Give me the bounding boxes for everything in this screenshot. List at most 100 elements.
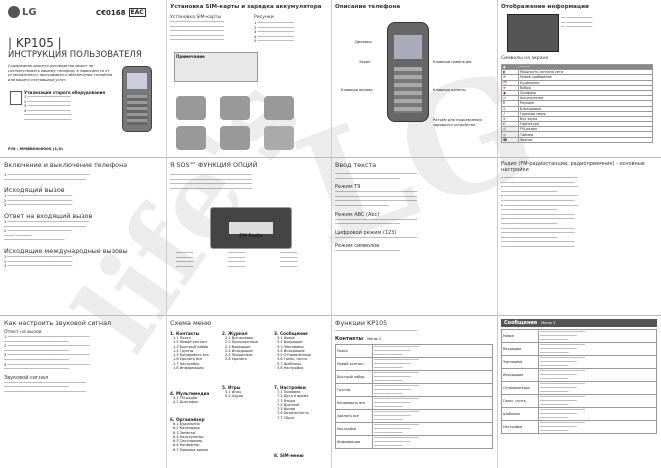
menu-item: 7.2 Дата и время — [277, 394, 309, 399]
input-title: Ввод текста — [335, 161, 377, 169]
phone-diagram-keypad — [394, 67, 422, 113]
table-row: Удалить все─────────────────────────────… — [335, 408, 493, 423]
menu-item: 1.7 Настройки — [173, 361, 200, 366]
table-cell-desc: ────────────────────────────────────────… — [538, 368, 657, 382]
cover-intro: Содержание данного руководства может не … — [8, 64, 113, 82]
mode-symbol: Режим символов — [335, 243, 380, 250]
messages-header: Сообщения Меню 3 — [501, 319, 657, 327]
phone-label-2: Клавиши навигации — [433, 60, 472, 64]
col-divider-3 — [497, 0, 498, 468]
phone-label-5: Разъём для подключения зарядного устройс… — [433, 118, 482, 127]
menu-item: 3.5 Отправленные — [277, 353, 312, 358]
table-row: Новый контакт───────────────────────────… — [335, 356, 493, 371]
menu-item: 6.5 Секундомер — [173, 439, 203, 444]
menu-group-head: 4. Мультимедиа — [170, 391, 210, 396]
table-row: Поиск───────────────────────────────────… — [335, 343, 493, 358]
menu-item: 6.1 Будильник — [173, 422, 200, 426]
menu-group-head: 7. Настройки — [274, 385, 306, 390]
table-cell-desc: ────────────────────────────────────────… — [372, 421, 493, 436]
phone-label-1: Экран — [359, 60, 371, 64]
menu-group-head: 8. SIM-меню — [274, 453, 304, 458]
radio-title: Радио (FM-радиостанции, радиоприемник) -… — [501, 161, 645, 173]
table-row: Черновики───────────────────────────────… — [501, 355, 657, 369]
volume-section: Как настроить звуковой сигнал Ответ на в… — [4, 319, 162, 465]
menu-item: 6.2 Календарь — [173, 426, 200, 431]
ce-mark: C€0168 — [96, 8, 126, 17]
power-section: Включение и выключение телефона 1 ──────… — [4, 161, 162, 311]
menu-item: 2.1 Все вызовы — [225, 336, 253, 340]
table-cell-desc: ────────────────────────────────────────… — [538, 420, 657, 434]
menu-item: 3.8 Настройки — [277, 366, 304, 371]
menu-group-head: 3. Сообщения — [274, 331, 308, 336]
table-cell-desc: ────────────────────────────────────────… — [538, 329, 657, 343]
messages-section: Сообщения Меню 3 Новое──────────────────… — [501, 319, 657, 465]
table-row: Быстрый набор───────────────────────────… — [335, 369, 493, 384]
sos-title: Я SOS™ ФУНКЦИЯ ОПЦИЙ — [170, 161, 258, 169]
menu-group-head: 1. Контакты — [170, 331, 200, 336]
sim-figure-4 — [176, 126, 206, 150]
cert-marks: C€0168 EAC — [96, 8, 146, 17]
menu-item: 3.2 Входящие — [277, 340, 303, 345]
table-cell-desc: ────────────────────────────────────────… — [372, 356, 493, 371]
menu-item: 3.1 Новое — [277, 336, 295, 340]
part-number: P/N : MMBB0000000 (1.0) — [8, 146, 63, 151]
eac-mark: EAC — [128, 8, 146, 17]
menu-item: 6.6 Конвертер — [173, 443, 200, 448]
table-cell-label: Шаблоны — [501, 407, 539, 421]
recycle-icon — [10, 91, 22, 105]
table-row: Информация──────────────────────────────… — [335, 434, 493, 449]
table-cell-label: Информация — [335, 434, 373, 449]
table-row: Голос. почта────────────────────────────… — [501, 394, 657, 408]
table-cell-label: Новый контакт — [335, 356, 373, 371]
table-row: Настройки───────────────────────────────… — [335, 421, 493, 436]
messages-table: Новое───────────────────────────────────… — [501, 329, 657, 434]
menu-item: 7.7 Сброс — [277, 415, 295, 420]
menu-title: Схема меню — [170, 319, 212, 327]
menu-item: 1.5 Копировать все — [173, 353, 209, 358]
menu-item: 1.4 Группы — [173, 348, 194, 353]
phone-title: Описание телефона — [335, 4, 401, 10]
menu-item: 6.3 Заметки — [173, 430, 196, 435]
table-cell-label: Копировать все — [335, 395, 373, 410]
table-row: Шаблоны─────────────────────────────────… — [501, 407, 657, 421]
menu-group-head: 5. Игры — [222, 385, 241, 390]
row-divider-2 — [0, 315, 661, 316]
menu-group: 8. SIM-меню — [274, 453, 324, 458]
sim-figure-2 — [220, 96, 250, 120]
phone-keypad — [127, 95, 147, 125]
lg-logo: LG — [8, 6, 37, 18]
functions-title: Функции KP105 — [335, 319, 388, 327]
phone-label-3: Клавиша вызова — [341, 88, 373, 92]
menu-item: 3.3 Черновики — [277, 344, 304, 349]
warning-title: Утилизация старого оборудования — [24, 90, 106, 95]
display-screen-diagram — [507, 14, 559, 52]
functions-header: Контакты Меню 1 — [335, 335, 382, 342]
volume-sub: Ответ на вызов — [4, 330, 42, 335]
cover-phone-image — [122, 66, 152, 132]
radio-section: Радио (FM-радиостанции, радиоприемник) -… — [501, 161, 657, 311]
display-section: Отображение информации ── ──────────────… — [501, 4, 657, 154]
table-cell-desc: ────────────────────────────────────────… — [372, 408, 493, 423]
sim-note-box: Примечание — [174, 52, 258, 82]
model-title: | KP105 | — [8, 36, 62, 50]
intl-title: Исходящие международные вызовы — [4, 246, 128, 255]
menu-item: 1.1 Поиск — [173, 336, 191, 340]
volume-sub2: Звуковой сигнал — [4, 374, 49, 381]
menu-item: 2.6 Удалить — [225, 357, 247, 362]
table-cell-label: Удалить все — [335, 408, 373, 423]
answer-title: Ответ на входящий вызов — [4, 211, 93, 220]
functions-table: Поиск───────────────────────────────────… — [335, 343, 493, 449]
phone-section: Описание телефона Динамик Экран Клавиши … — [335, 4, 493, 154]
sim-sub1: Установка SIM-карты — [170, 15, 222, 20]
sos-section: Я SOS™ ФУНКЦИЯ ОПЦИЙ ───────────────────… — [170, 161, 328, 311]
input-section: Ввод текста ────────────────────────────… — [335, 161, 493, 311]
table-row: Отправленные────────────────────────────… — [501, 381, 657, 395]
table-cell-desc: ────────────────────────────────────────… — [372, 395, 493, 410]
menu-item: 6.7 Мировое время — [173, 447, 208, 452]
